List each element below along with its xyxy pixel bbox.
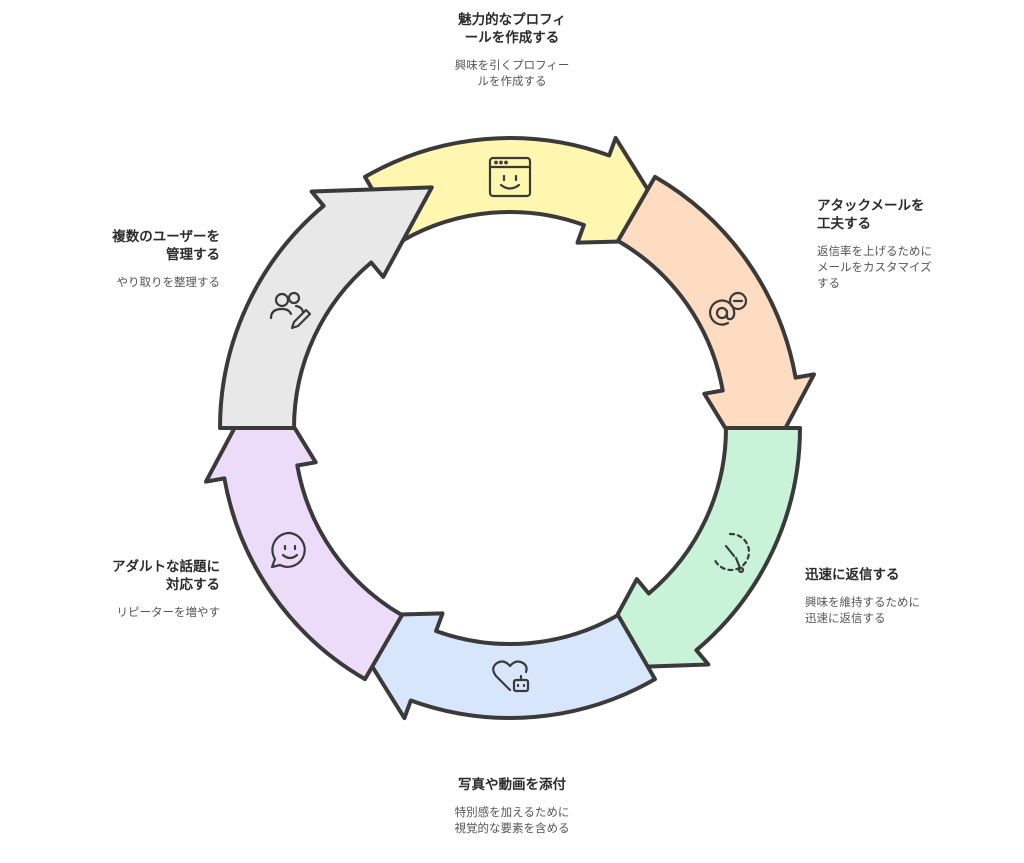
step-3-description: 興味を維持するために 迅速に返信する [805,595,920,625]
users-edit-icon [266,286,314,334]
step-4-description: 特別感を加えるために 視覚的な要素を含める [454,805,570,835]
heart-bot-icon [486,652,534,700]
step-5-title: アダルトな話題に 対応する [112,559,220,593]
chat-smile-icon [266,527,314,575]
step-2-label: アタックメールを 工夫する 返信率を上げるために メールをカスタマイズ する [817,197,1007,291]
clock-icon [706,528,754,576]
step-1-description: 興味を引くプロフィー ルを作成する [454,58,570,88]
step-1-title: 魅力的なプロフィ ールを作成する [458,12,566,46]
step-3-title: 迅速に返信する [805,567,900,583]
step-6-title: 複数のユーザーを 管理する [112,229,220,263]
step-6-description: やり取りを整理する [116,275,221,289]
step-2-description: 返信率を上げるために メールをカスタマイズ する [817,244,932,290]
step-6-label: 複数のユーザーを 管理する やり取りを整理する [20,228,220,290]
step-3-label: 迅速に返信する 興味を維持するために 迅速に返信する [805,566,1005,626]
step-2-title: アタックメールを 工夫する [817,198,925,232]
step-5-description: リピーターを増やす [116,605,221,619]
browser-smile-icon [486,153,534,201]
step-4-label: 写真や動画を添付 特別感を加えるために 視覚的な要素を含める [412,776,612,836]
cycle-segment-6 [218,185,434,430]
step-4-title: 写真や動画を添付 [458,777,566,793]
step-1-label: 魅力的なプロフィ ールを作成する 興味を引くプロフィー ルを作成する [412,11,612,89]
step-5-label: アダルトな話題に 対応する リピーターを増やす [20,558,220,620]
at-minus-icon [704,287,752,335]
